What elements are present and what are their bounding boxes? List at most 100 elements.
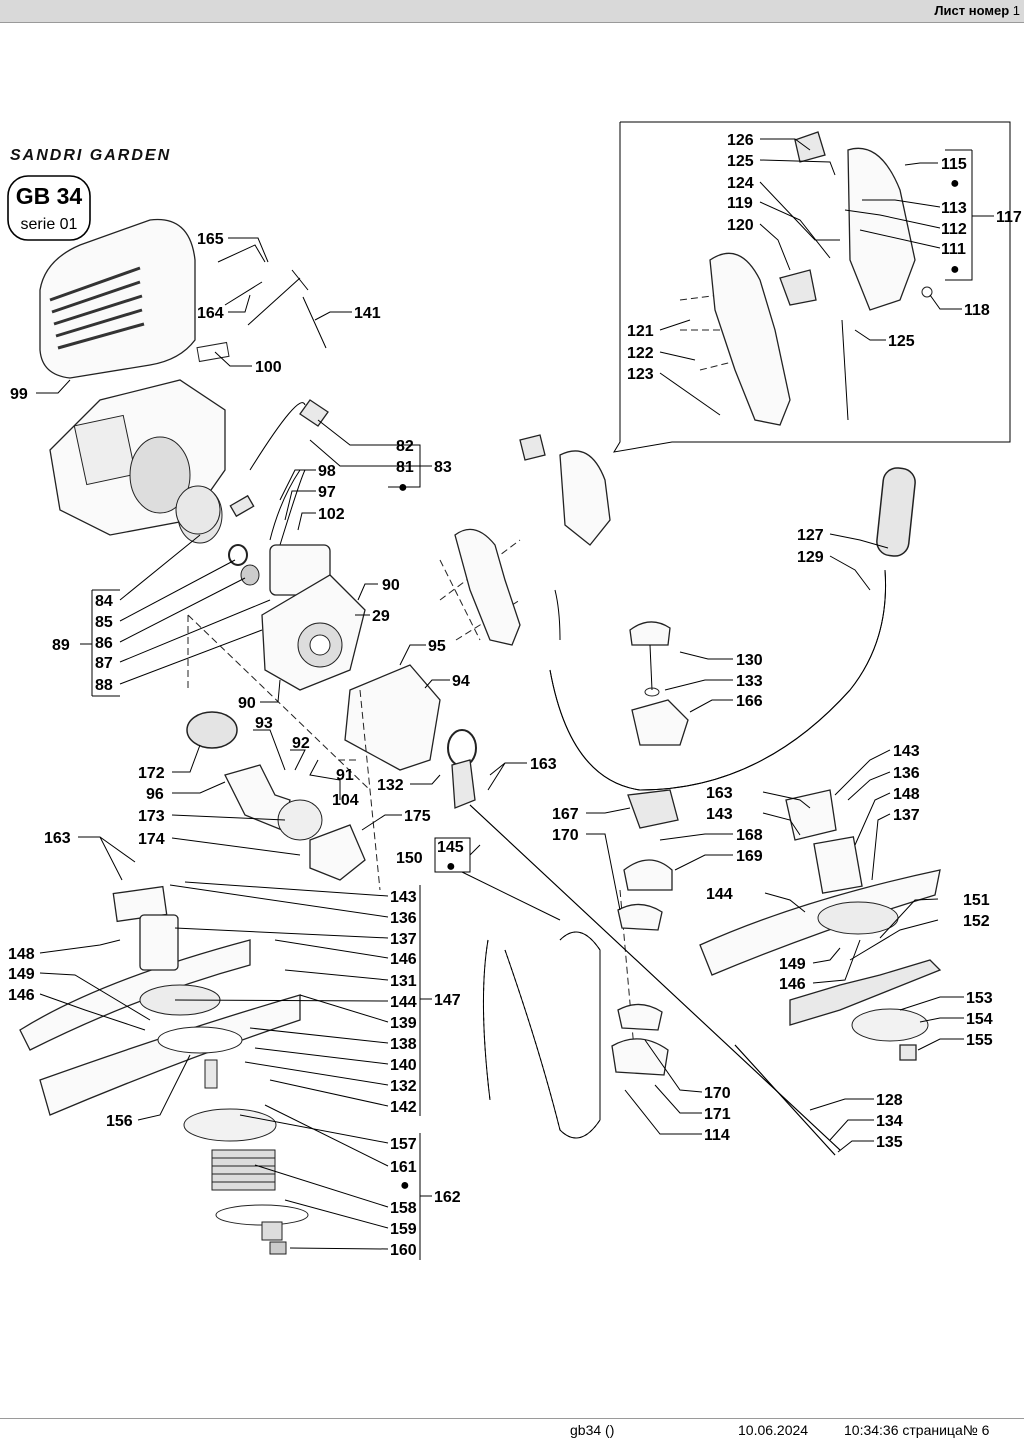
part-number-labels: 99 100 141 164 165 82 81 83 ● 98 97 102 … (8, 132, 1022, 1259)
series-name: serie 01 (21, 216, 78, 233)
part-label: 170 (704, 1085, 731, 1102)
part-label: 135 (876, 1134, 903, 1151)
gear-housing (344, 664, 441, 771)
sheet-indicator: Лист номер 1 (934, 3, 1020, 18)
sheet-number: 1 (1012, 3, 1020, 18)
inset-handle (709, 131, 933, 426)
part-label: 167 (552, 806, 579, 823)
part-label: 145 (437, 839, 464, 856)
model-name: GB 34 (16, 183, 83, 209)
footer-time-page: 10:34:36 страница№ 6 (844, 1422, 990, 1438)
brand-logo: SANDRI GARDEN (8, 146, 240, 164)
part-label: 95 (428, 638, 446, 655)
part-label: 163 (706, 785, 733, 802)
part-label: 175 (404, 808, 431, 825)
part-label: 93 (255, 715, 273, 732)
part-label: 149 (8, 966, 35, 983)
part-label: 148 (8, 946, 35, 963)
part-label: 151 (963, 892, 990, 909)
footer-doc: gb34 () (570, 1422, 615, 1438)
part-label: 173 (138, 808, 165, 825)
part-label: 92 (292, 735, 310, 752)
part-label: 154 (966, 1011, 993, 1028)
part-label: 127 (797, 527, 824, 544)
part-label: 122 (627, 345, 654, 362)
harness-strap (482, 931, 601, 1139)
part-label: 133 (736, 673, 763, 690)
part-label: 138 (390, 1036, 417, 1053)
part-label: 128 (876, 1092, 903, 1109)
part-label: 84 (95, 593, 113, 610)
part-label: 136 (893, 765, 920, 782)
part-label: 124 (727, 175, 754, 192)
logo-text: SANDRI GARDEN (10, 147, 171, 164)
part-label: 160 (390, 1242, 417, 1259)
part-label: 120 (727, 217, 754, 234)
tube-clamps (611, 789, 679, 1076)
part-label: 163 (44, 830, 71, 847)
part-label: 172 (138, 765, 165, 782)
part-label: 143 (893, 743, 920, 760)
part-label: 141 (354, 305, 381, 322)
part-label: 157 (390, 1136, 417, 1153)
part-label: 169 (736, 848, 763, 865)
part-label: 146 (390, 951, 417, 968)
bullet: ● (950, 261, 960, 278)
part-label: 117 (996, 209, 1022, 226)
part-label: 85 (95, 614, 113, 631)
part-label: 158 (390, 1200, 417, 1217)
part-label: 126 (727, 132, 754, 149)
part-label: 146 (8, 987, 35, 1004)
part-label: 165 (197, 231, 224, 248)
part-label: 112 (941, 221, 967, 238)
footer-divider (0, 1418, 1024, 1419)
footer-date: 10.06.2024 (738, 1422, 809, 1438)
left-guard-assembly (19, 885, 309, 1255)
part-label: 166 (736, 693, 763, 710)
part-label: 161 (390, 1159, 417, 1176)
part-label: 156 (106, 1113, 133, 1130)
part-label: 91 (336, 767, 354, 784)
part-label: 171 (704, 1106, 731, 1123)
small-rings (175, 485, 260, 586)
part-label: 137 (893, 807, 920, 824)
part-label: 90 (238, 695, 256, 712)
part-label: 131 (390, 973, 417, 990)
part-label: 147 (434, 992, 461, 1009)
part-label: 174 (138, 831, 165, 848)
clamp-knob (629, 621, 689, 746)
bullet: ● (398, 479, 408, 496)
part-label: 132 (377, 777, 404, 794)
part-label: 159 (390, 1221, 417, 1238)
part-label: 119 (727, 195, 753, 212)
part-label: 96 (146, 786, 164, 803)
part-label: 113 (941, 200, 967, 217)
part-label: 137 (390, 931, 417, 948)
tool-wrenches (217, 244, 327, 349)
part-label: 89 (52, 637, 70, 654)
part-label: 153 (966, 990, 993, 1007)
part-label: 87 (95, 655, 113, 672)
part-label: 148 (893, 786, 920, 803)
part-label: 97 (318, 484, 336, 501)
bullet: ● (446, 858, 456, 875)
part-label: 83 (434, 459, 452, 476)
model-badge: GB 34 serie 01 (7, 175, 91, 241)
part-label: 88 (95, 677, 113, 694)
part-label: 129 (797, 549, 824, 566)
part-label: 125 (888, 333, 915, 350)
part-label: 143 (706, 806, 733, 823)
inset-frame (613, 121, 1011, 453)
leader-lines (36, 138, 994, 1260)
part-label: 114 (704, 1127, 730, 1144)
part-label: 90 (382, 577, 400, 594)
part-label: 150 (396, 850, 423, 867)
part-label: 99 (10, 386, 28, 403)
part-label: 102 (318, 506, 345, 523)
part-label: 144 (390, 994, 417, 1011)
part-label: 136 (390, 910, 417, 927)
right-guard-assembly (699, 789, 942, 1061)
part-label: 118 (964, 302, 990, 319)
bullet: ● (950, 175, 960, 192)
part-label: 29 (372, 608, 390, 625)
